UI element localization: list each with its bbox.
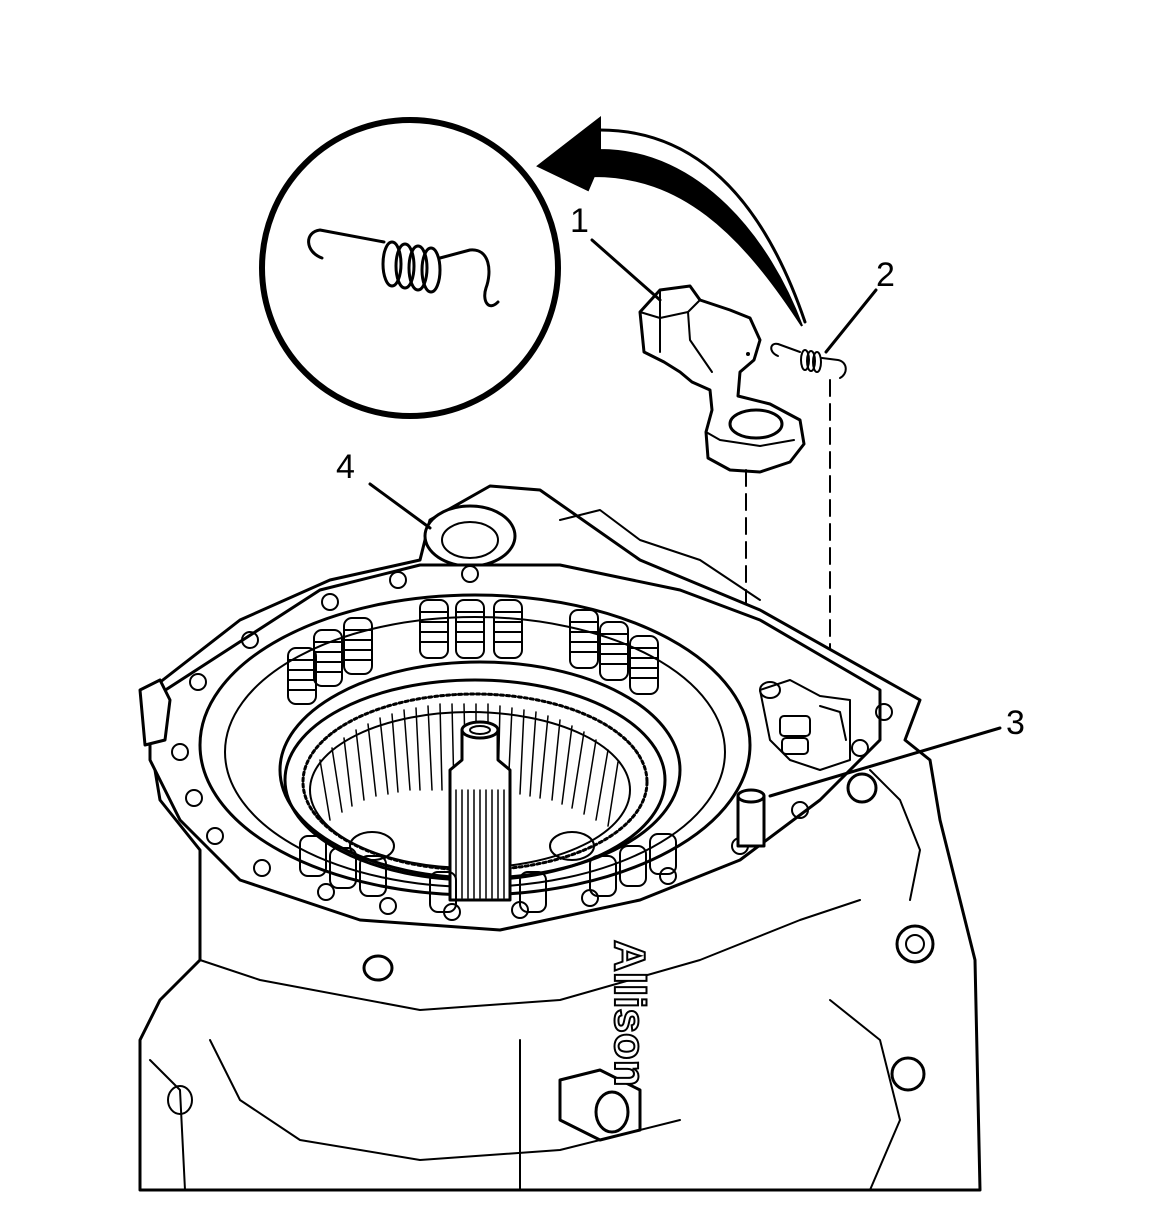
selector-mechanism — [759, 679, 851, 771]
case-marking: Allison — [605, 940, 654, 1087]
input-shaft — [448, 720, 512, 902]
callout-2: 2 — [876, 256, 895, 294]
callout-4: 4 — [336, 448, 355, 486]
flange-bolt-holes — [171, 565, 893, 921]
spring — [770, 342, 847, 379]
spring-detail-icon — [307, 228, 500, 308]
spring-detail-inset — [259, 117, 561, 419]
pivot-pin — [736, 788, 766, 848]
callout-1: 1 — [570, 202, 589, 240]
transmission-case — [138, 484, 982, 1192]
rotation-arrow — [536, 115, 807, 327]
callout-3: 3 — [1006, 704, 1025, 742]
callout-leaders — [368, 238, 1002, 798]
lever — [638, 284, 806, 474]
clutch-return-springs — [287, 599, 659, 705]
planetary-springs — [299, 831, 677, 913]
